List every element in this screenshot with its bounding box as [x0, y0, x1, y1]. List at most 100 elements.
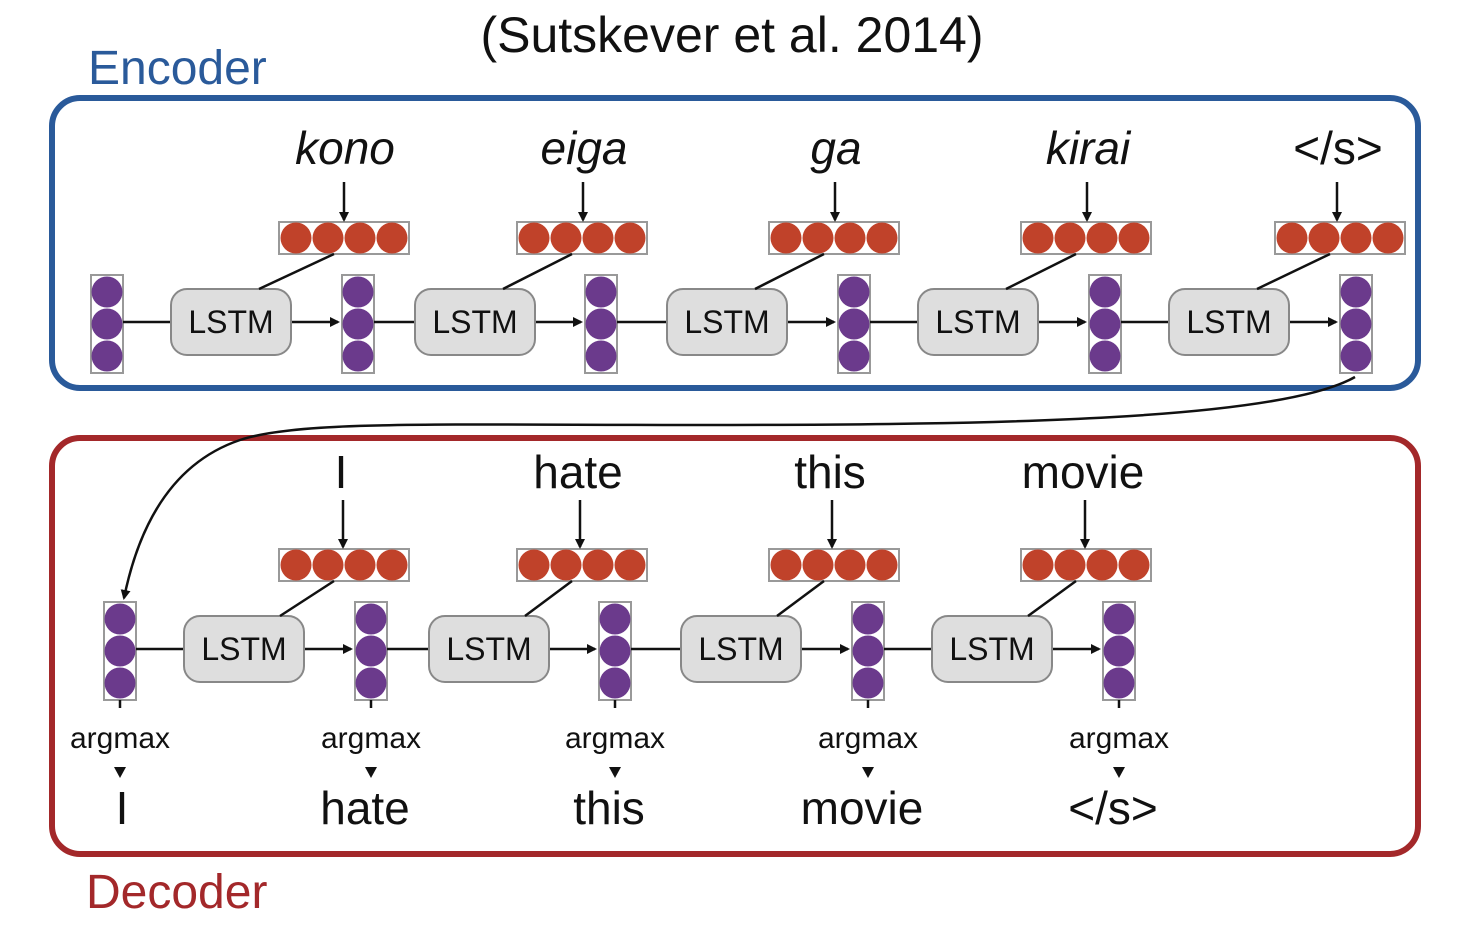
- encoder-hidden-state: [1339, 274, 1373, 374]
- embedding-unit: [1022, 549, 1054, 581]
- hidden-unit: [91, 340, 123, 372]
- decoder-lstm-cell: LSTM: [931, 615, 1053, 683]
- argmax-arrow: [609, 767, 621, 778]
- embedding-unit: [312, 549, 344, 581]
- decoder-embedding: [768, 548, 900, 582]
- decoder-embedding: [1020, 548, 1152, 582]
- lstm-label: LSTM: [698, 631, 783, 667]
- encoder-lstm-cell: LSTM: [1168, 288, 1290, 356]
- argmax-label: argmax: [818, 722, 918, 755]
- decoder-output-word: </s>: [1068, 782, 1158, 834]
- embedding-connector: [279, 579, 335, 618]
- hidden-unit: [585, 308, 617, 340]
- encoder-hidden-state: [341, 274, 375, 374]
- lstm-label: LSTM: [684, 304, 769, 340]
- argmax-arrow: [1113, 767, 1125, 778]
- decoder-input-word: movie: [1022, 446, 1145, 498]
- encoder-input-word: kono: [295, 122, 395, 174]
- embedding-connector: [502, 252, 573, 291]
- hidden-unit: [1103, 667, 1135, 699]
- embedding-unit: [1086, 549, 1118, 581]
- embedding-unit: [582, 549, 614, 581]
- hidden-unit: [355, 667, 387, 699]
- argmax-arrow: [862, 767, 874, 778]
- embedding-unit: [1276, 222, 1308, 254]
- embedding-unit: [280, 549, 312, 581]
- embedding-connector: [1027, 579, 1077, 618]
- hidden-unit: [1340, 340, 1372, 372]
- encoder-input-word: kirai: [1046, 122, 1132, 174]
- decoder-output-word: this: [573, 782, 645, 834]
- embedding-unit: [1054, 222, 1086, 254]
- hidden-unit: [838, 276, 870, 308]
- encoder-embedding: [1020, 221, 1152, 255]
- decoder-input-word: I: [335, 446, 348, 498]
- encoder-hidden-state: [90, 274, 124, 374]
- embedding-unit: [582, 222, 614, 254]
- embedding-unit: [518, 222, 550, 254]
- lstm-label: LSTM: [188, 304, 273, 340]
- encoder-lstm-cell: LSTM: [917, 288, 1039, 356]
- embedding-unit: [518, 549, 550, 581]
- decoder-label: Decoder: [86, 866, 267, 919]
- decoder-hidden-state: [851, 601, 885, 701]
- lstm-label: LSTM: [1186, 304, 1271, 340]
- encoder-embedding: [278, 221, 410, 255]
- hidden-unit: [91, 308, 123, 340]
- argmax-label: argmax: [565, 722, 665, 755]
- hidden-unit: [1103, 635, 1135, 667]
- argmax-arrow: [114, 767, 126, 778]
- hidden-unit: [852, 603, 884, 635]
- embedding-unit: [1054, 549, 1086, 581]
- encoder-hidden-state: [837, 274, 871, 374]
- decoder-output-word: I: [116, 782, 129, 834]
- decoder-lstm-cell: LSTM: [680, 615, 802, 683]
- embedding-unit: [1372, 222, 1404, 254]
- hidden-unit: [1089, 276, 1121, 308]
- lstm-label: LSTM: [446, 631, 531, 667]
- encoder-label: Encoder: [88, 42, 267, 95]
- hidden-unit: [355, 603, 387, 635]
- encoder-hidden-state: [1088, 274, 1122, 374]
- hidden-unit: [838, 308, 870, 340]
- decoder-lstm-cell: LSTM: [183, 615, 305, 683]
- hidden-unit: [585, 340, 617, 372]
- embedding-unit: [1340, 222, 1372, 254]
- lstm-label: LSTM: [432, 304, 517, 340]
- decoder-output-word: movie: [801, 782, 924, 834]
- decoder-hidden-state: [598, 601, 632, 701]
- hidden-unit: [838, 340, 870, 372]
- hidden-unit: [599, 667, 631, 699]
- embedding-unit: [1118, 222, 1150, 254]
- embedding-unit: [834, 549, 866, 581]
- hidden-unit: [342, 308, 374, 340]
- lstm-label: LSTM: [949, 631, 1034, 667]
- encoder-input-word: </s>: [1293, 122, 1383, 174]
- embedding-unit: [770, 549, 802, 581]
- decoder-input-word: hate: [533, 446, 623, 498]
- lstm-label: LSTM: [935, 304, 1020, 340]
- embedding-unit: [866, 222, 898, 254]
- decoder-embedding: [278, 548, 410, 582]
- hidden-unit: [1089, 308, 1121, 340]
- embedding-unit: [614, 549, 646, 581]
- hidden-unit: [342, 276, 374, 308]
- embedding-unit: [550, 222, 582, 254]
- embedding-unit: [802, 222, 834, 254]
- hidden-unit: [1103, 603, 1135, 635]
- hidden-unit: [1089, 340, 1121, 372]
- hidden-unit: [852, 635, 884, 667]
- decoder-frame: [49, 435, 1421, 857]
- decoder-embedding: [516, 548, 648, 582]
- hidden-unit: [104, 667, 136, 699]
- encoder-lstm-cell: LSTM: [170, 288, 292, 356]
- argmax-arrow: [365, 767, 377, 778]
- embedding-connector: [776, 579, 825, 618]
- embedding-unit: [376, 222, 408, 254]
- hidden-unit: [104, 635, 136, 667]
- argmax-label: argmax: [321, 722, 421, 755]
- encoder-input-word: eiga: [541, 122, 628, 174]
- decoder-hidden-state: [103, 601, 137, 701]
